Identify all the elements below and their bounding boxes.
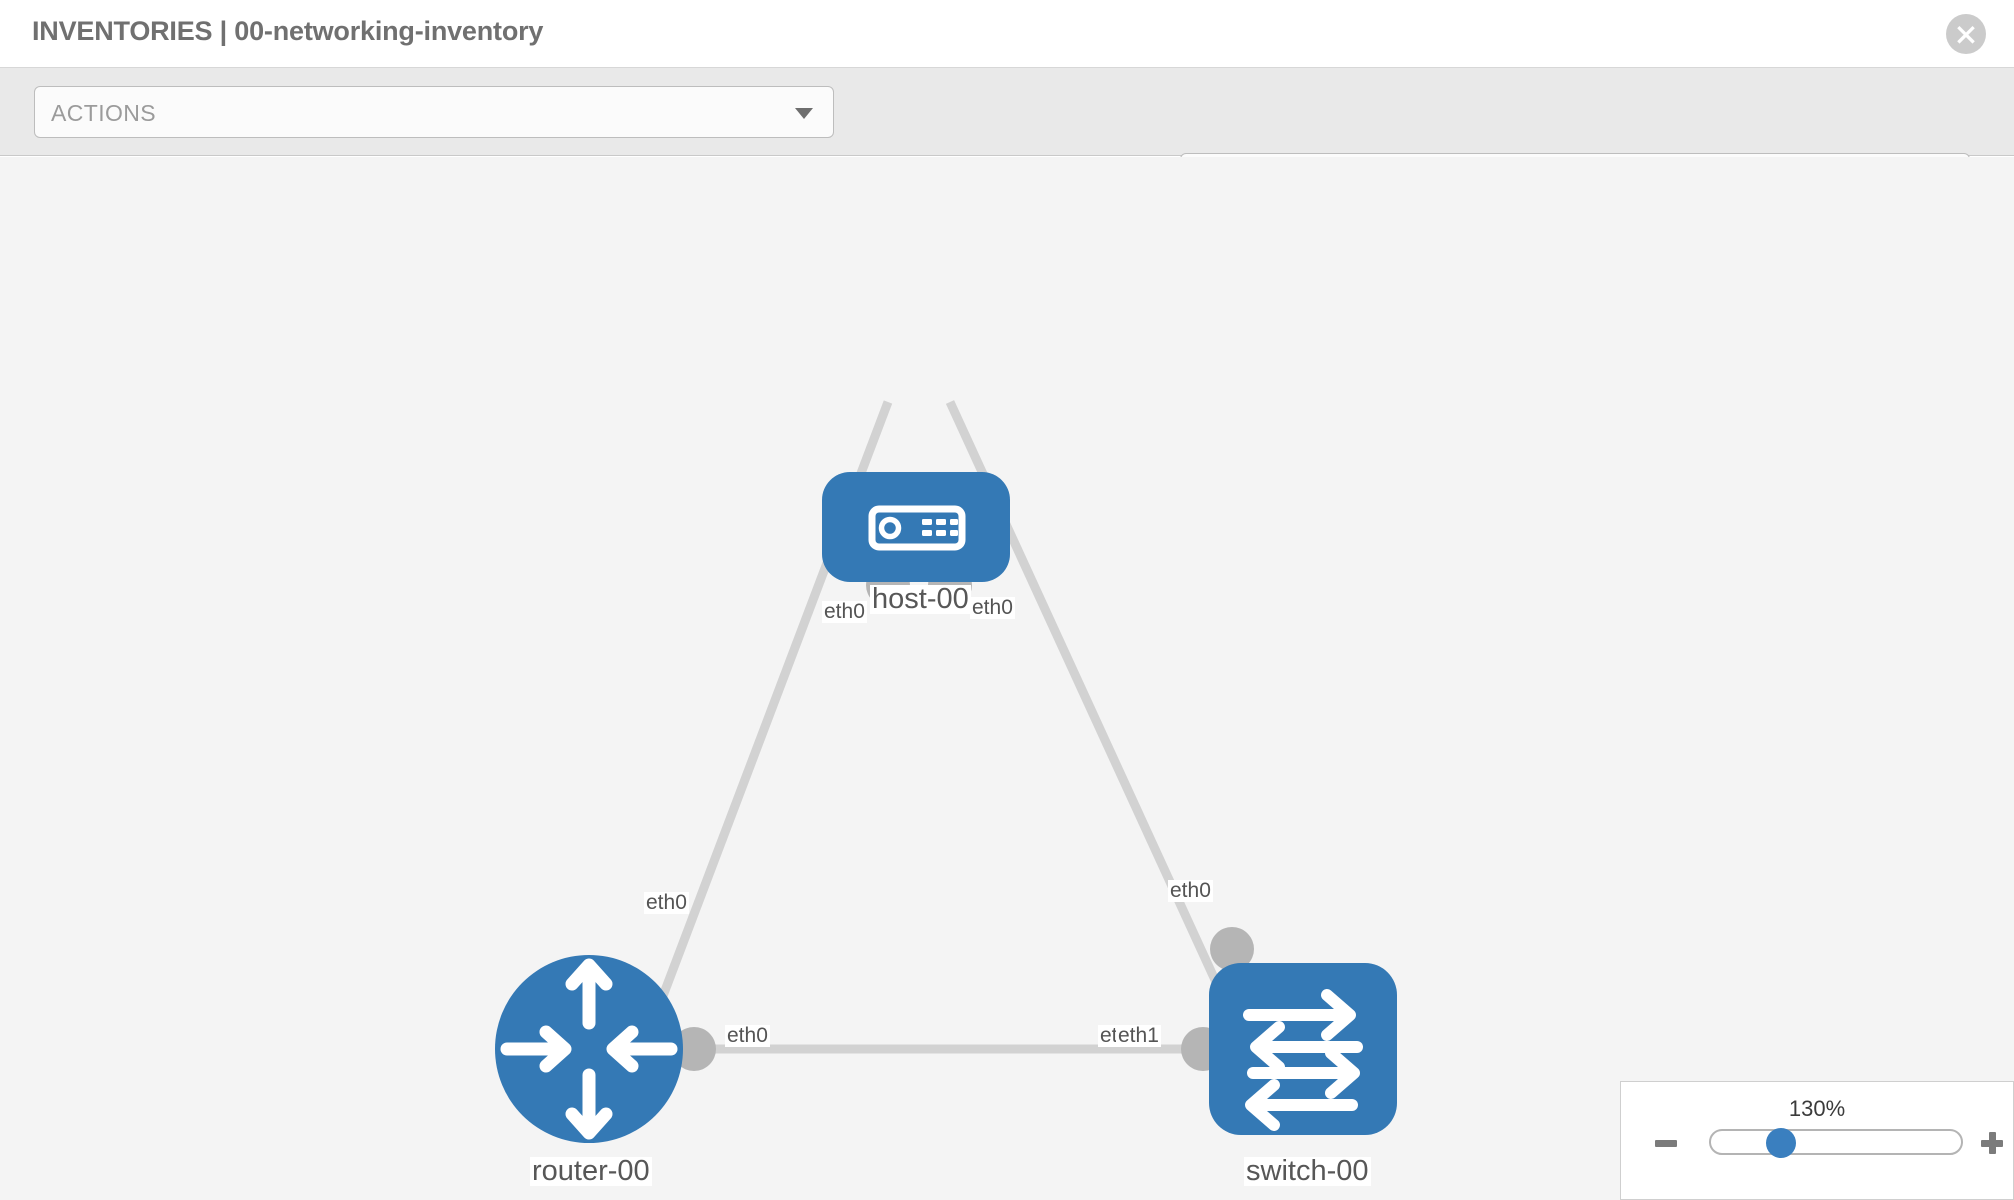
node-label-switch-00: switch-00 [1244,1155,1371,1187]
page-header: INVENTORIES | 00-networking-inventory [0,0,2014,68]
close-icon[interactable] [1946,14,1986,54]
node-router-00[interactable] [495,955,683,1143]
node-label-router-00: router-00 [530,1155,652,1187]
plus-icon-vertical-bar [1989,1132,1996,1154]
plus-icon[interactable] [1976,1127,2008,1159]
actions-dropdown-label: ACTIONS [51,100,157,126]
router-icon [500,958,678,1140]
connector-group [672,563,1254,1071]
switch-icon [1243,989,1363,1131]
iface-label: eth0 [822,600,867,624]
iface-label: eth0 [725,1024,770,1048]
connector-switch00-nw[interactable] [1210,927,1254,971]
zoom-percent-label: 130% [1788,1096,1846,1121]
zoom-slider-thumb[interactable] [1766,1128,1796,1158]
topology-graph [495,400,1397,1143]
iface-label: eth0 [644,891,689,915]
iface-label: eth0 [970,596,1015,620]
actions-dropdown[interactable]: ACTIONS [34,86,834,138]
zoom-slider-track[interactable] [1709,1129,1963,1155]
iface-label: eth1 [1116,1024,1161,1048]
toolbar: ACTIONS [0,68,2014,206]
node-switch-00[interactable] [1209,963,1397,1135]
chevron-down-icon [795,108,813,119]
node-host-00[interactable] [822,472,1010,582]
iface-label: eth0 [1168,879,1213,903]
minus-icon[interactable] [1655,1140,1677,1147]
zoom-control-panel: 130% [1620,1081,2014,1200]
node-label-host-00: host-00 [870,583,971,615]
server-icon [868,505,966,551]
connector-router00-east[interactable] [672,1027,716,1071]
topology-canvas[interactable]: eth0 eth0 eth0 eth0 eth0 eth0 eth1 host-… [0,157,2014,1200]
page-title: INVENTORIES | 00-networking-inventory [32,16,544,46]
